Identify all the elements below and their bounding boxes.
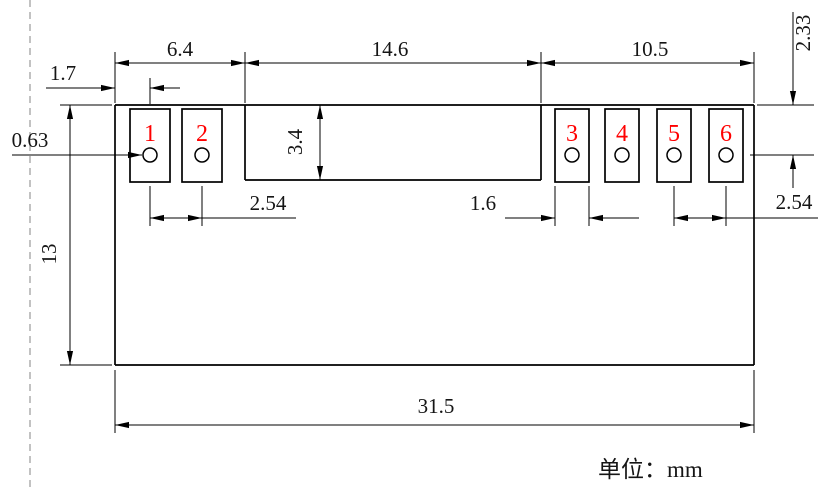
dimension-pad-top-to-hole: 2.33 <box>750 12 815 188</box>
pad-2-hole <box>194 147 210 163</box>
pad-4: 4 <box>604 108 640 183</box>
dim-overall-width-label: 31.5 <box>418 394 455 418</box>
dim-body-height-label: 13 <box>37 244 61 265</box>
pad-5-number: 5 <box>668 121 680 147</box>
pad-2-number: 2 <box>196 121 208 147</box>
dim-right-pitch-label: 2.54 <box>776 190 813 214</box>
dim-left-pitch-label: 2.54 <box>250 191 287 215</box>
dim-left-section-width-label: 6.4 <box>167 37 194 61</box>
pad-3: 3 <box>554 108 590 183</box>
dim-pad1-offset-label: 1.7 <box>50 61 76 85</box>
dimension-overall-width: 31.5 <box>114 370 755 433</box>
dimension-top-widths: 6.4 14.6 10.5 <box>114 37 755 103</box>
dimension-right-pitch: 2.54 <box>673 186 818 226</box>
dimension-left-pitch: 2.54 <box>149 186 296 226</box>
dimension-body-height: 13 <box>37 104 112 366</box>
dim-right-pad-width-label: 1.6 <box>470 191 496 215</box>
dimension-hole-diameter: 0.63 <box>12 128 143 159</box>
pad-6: 6 <box>708 108 744 183</box>
pad-1-hole <box>142 147 158 163</box>
dim-pad-top-to-hole-label: 2.33 <box>791 15 815 52</box>
dim-right-section-width-label: 10.5 <box>632 37 669 61</box>
dimension-right-pad-width: 1.6 <box>470 186 639 226</box>
units-label: 单位：mm <box>598 457 703 482</box>
dim-hole-diameter-label: 0.63 <box>12 128 49 152</box>
pad-2: 2 <box>181 108 223 183</box>
pad-3-number: 3 <box>566 121 578 147</box>
pad-3-hole <box>564 147 580 163</box>
pad-6-number: 6 <box>720 121 732 147</box>
pad-1-number: 1 <box>144 121 156 147</box>
dim-middle-depth-label: 3.4 <box>283 128 307 155</box>
dim-middle-section-width-label: 14.6 <box>372 37 409 61</box>
dimension-pad1-offset: 1.7 <box>46 61 180 104</box>
pad-4-hole <box>614 147 630 163</box>
pad-1: 1 <box>129 108 171 183</box>
dimension-middle-depth: 3.4 <box>283 105 324 181</box>
body-outline <box>114 104 755 366</box>
pad-4-number: 4 <box>616 121 628 147</box>
pad-5: 5 <box>656 108 692 183</box>
pad-5-hole <box>666 147 682 163</box>
pad-6-hole <box>718 147 734 163</box>
